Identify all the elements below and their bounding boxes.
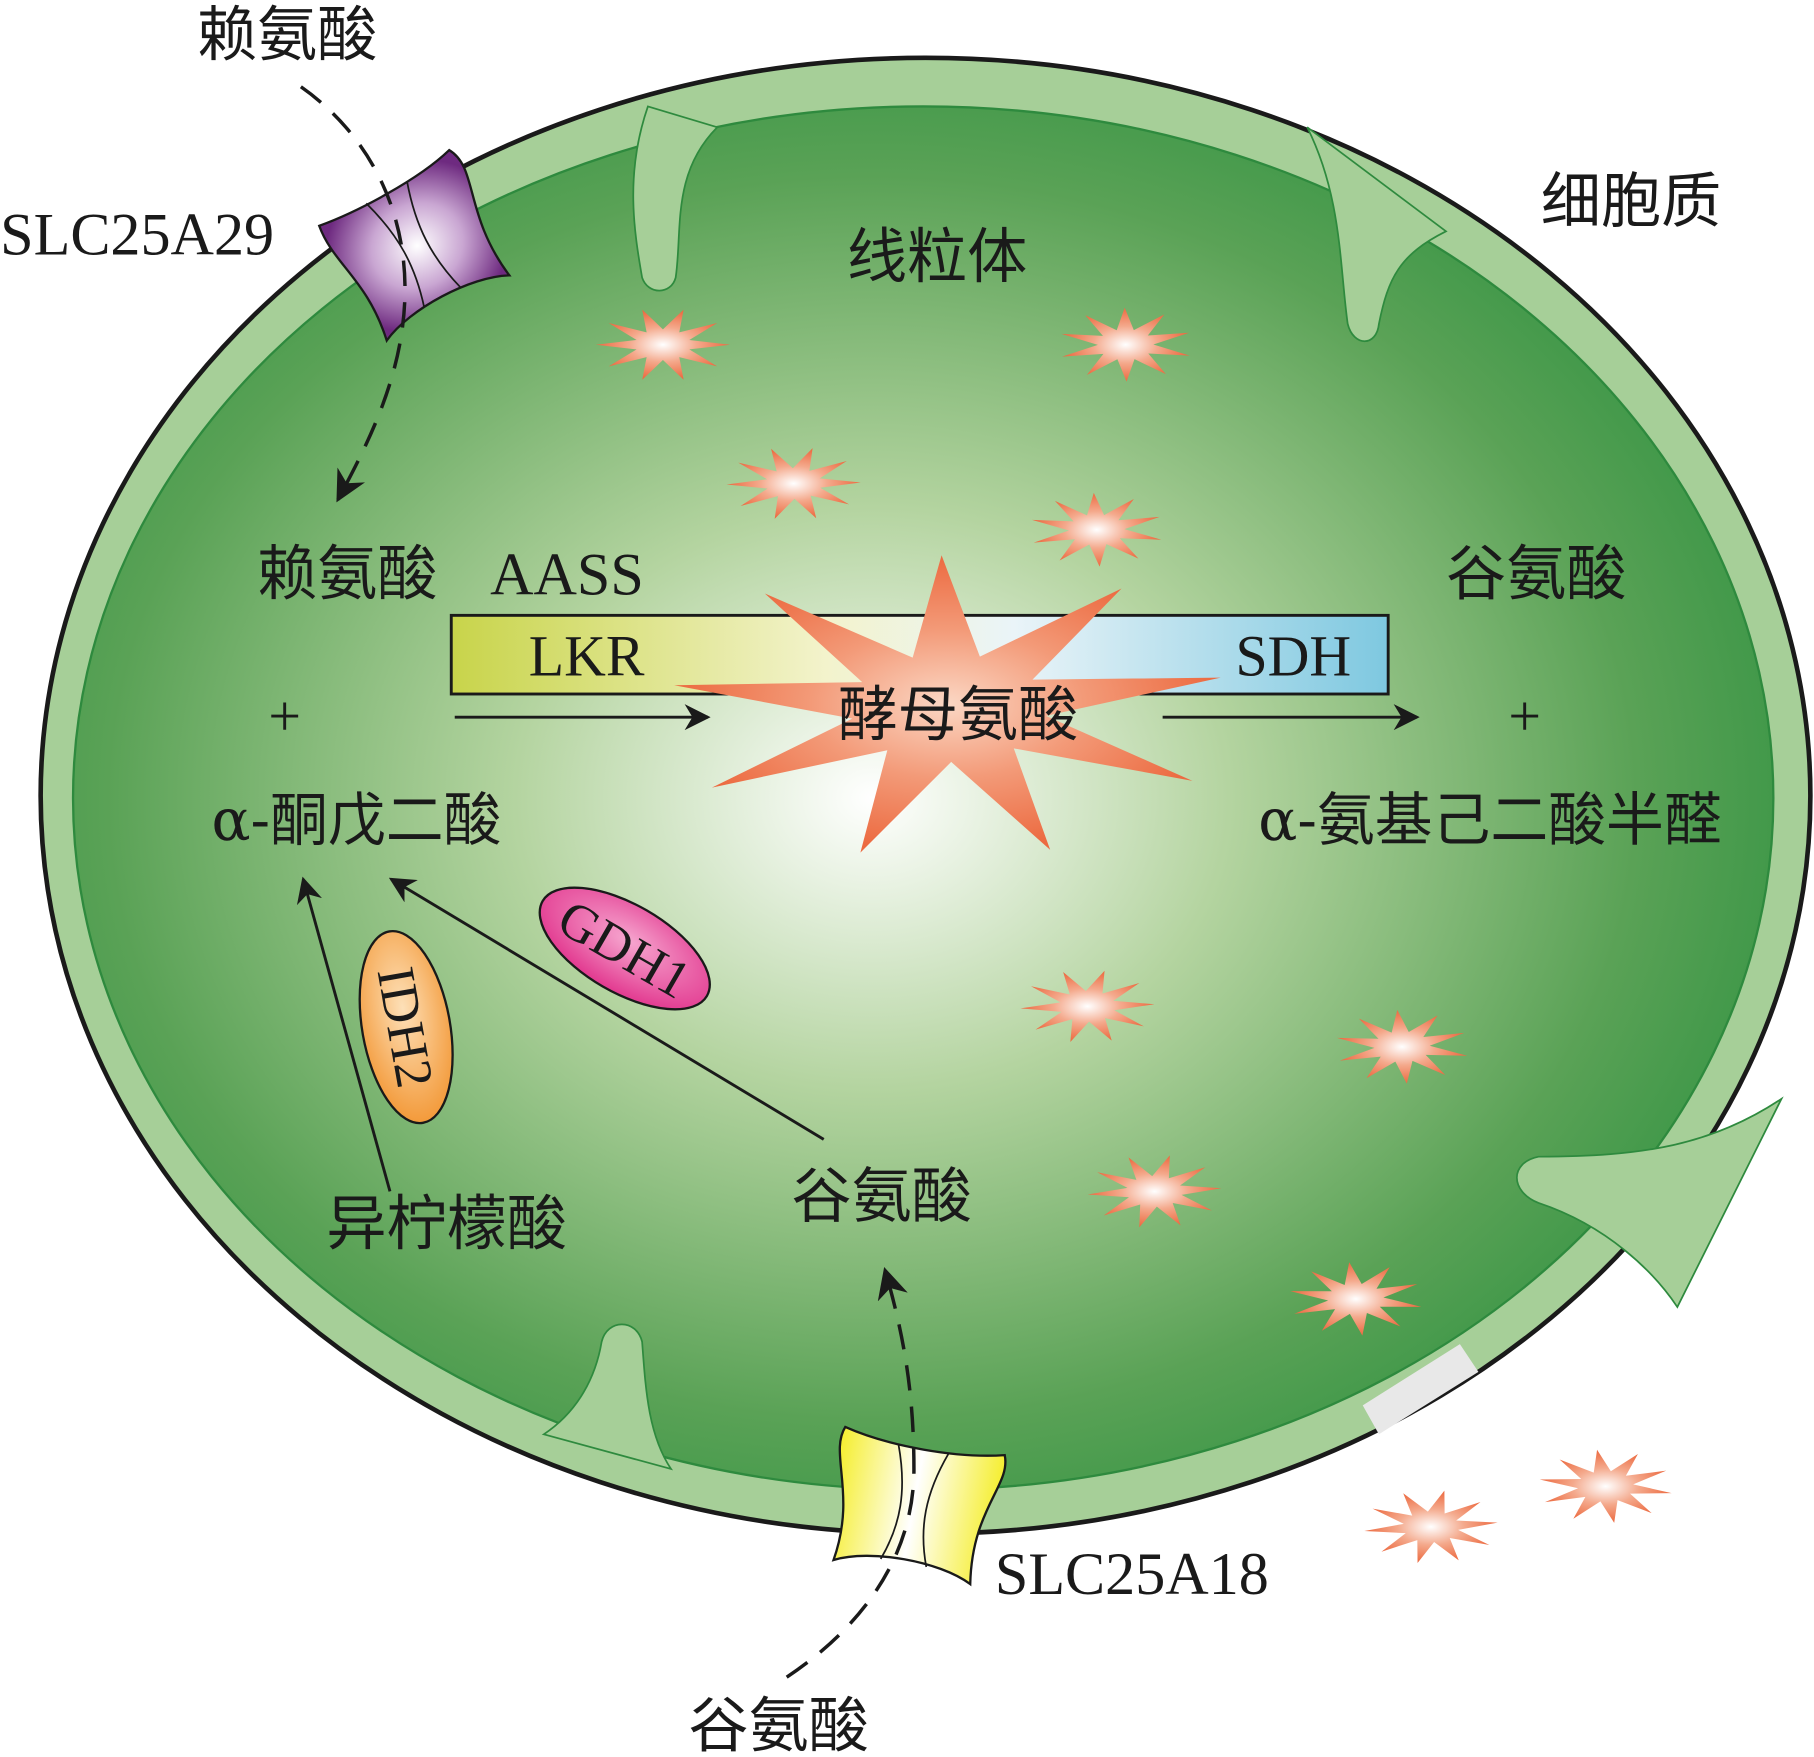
small-star-icon bbox=[1364, 1490, 1498, 1564]
lysine-inside-label: 赖氨酸 bbox=[257, 540, 437, 610]
slc25a18-label: SLC25A18 bbox=[995, 1541, 1269, 1608]
lysine-outside-label: 赖氨酸 bbox=[197, 1, 377, 71]
membrane-gap bbox=[1362, 1344, 1479, 1435]
slc25a29-label: SLC25A29 bbox=[0, 201, 274, 268]
plus-left: + bbox=[268, 684, 301, 749]
glutamate-inside-label: 谷氨酸 bbox=[791, 1162, 971, 1232]
small-star-icon bbox=[1020, 970, 1155, 1042]
saccharopine-star bbox=[674, 555, 1221, 853]
small-star-icon bbox=[726, 448, 861, 519]
crista-top-right bbox=[1306, 126, 1448, 342]
aminoadipic-semialdehyde-label: α-氨基己二酸半醛 bbox=[1258, 786, 1721, 854]
crista-top-left bbox=[632, 105, 719, 292]
mitochondrion-label: 线粒体 bbox=[847, 223, 1027, 293]
isocitrate-label: 异柠檬酸 bbox=[326, 1190, 567, 1260]
plus-right: + bbox=[1508, 684, 1541, 749]
small-star-icon bbox=[1336, 1010, 1468, 1084]
isocitrate-arrow bbox=[296, 876, 392, 1192]
slc25a29-transporter-icon bbox=[317, 148, 512, 344]
crista-right bbox=[1516, 1096, 1784, 1309]
small-stars bbox=[595, 307, 1672, 1564]
slc25a18-transporter-icon bbox=[831, 1425, 1007, 1587]
aass-label: AASS bbox=[490, 542, 644, 609]
glutamate-right-label: 谷氨酸 bbox=[1446, 540, 1626, 610]
lkr-label: LKR bbox=[529, 624, 645, 689]
small-star-icon bbox=[1087, 1155, 1222, 1228]
small-star-icon bbox=[1539, 1449, 1672, 1523]
lysine-import-arrow bbox=[299, 85, 407, 503]
small-star-icon bbox=[1290, 1262, 1422, 1336]
cytoplasm-label: 细胞质 bbox=[1541, 167, 1721, 237]
small-star-icon bbox=[1061, 307, 1190, 382]
idh2-enzyme: IDH2 bbox=[358, 929, 454, 1125]
sdh-label: SDH bbox=[1235, 624, 1351, 689]
glutamate-outside-label: 谷氨酸 bbox=[688, 1692, 868, 1757]
glutamate-import-arrow bbox=[785, 1267, 916, 1679]
small-star-icon bbox=[1032, 492, 1162, 567]
glutamate-to-akg-arrow bbox=[388, 877, 825, 1141]
small-star-icon bbox=[595, 309, 731, 380]
alpha-ketoglutarate-label: α-酮戊二酸 bbox=[211, 786, 501, 854]
crista-bottom-left bbox=[541, 1323, 674, 1471]
saccharopine-label: 酵母氨酸 bbox=[838, 681, 1079, 751]
